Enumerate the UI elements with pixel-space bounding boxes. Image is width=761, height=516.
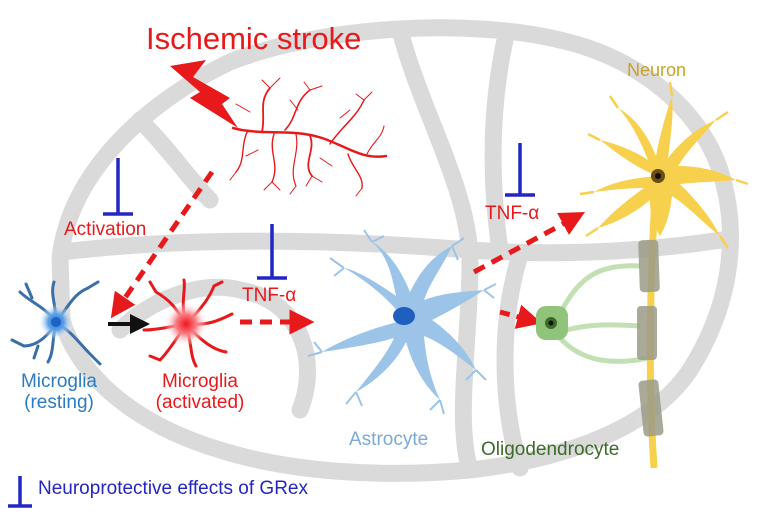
oligodendrocyte-processes <box>558 263 649 364</box>
inhibition-t-bar-icon <box>103 158 133 216</box>
microglia-resting-cell <box>10 280 102 366</box>
diagram-title: Ischemic stroke <box>146 21 362 56</box>
inhibition-t-bar-icon <box>505 143 535 197</box>
legend-text: Neuroprotective effects of GRex <box>38 478 308 499</box>
inhibition-t-bar-icon <box>257 224 287 280</box>
blood-vessel-icon <box>229 77 388 197</box>
astrocyte-label: Astrocyte <box>349 429 429 450</box>
activation-label: Activation <box>64 219 147 240</box>
tnf-alpha-label-1: TNF-α <box>242 285 297 306</box>
lightning-bolt-icon <box>170 60 238 128</box>
microglia-activated-cell <box>142 278 234 368</box>
microglia-resting-label: Microglia (resting) <box>20 371 98 413</box>
oligodendrocyte-cell <box>536 306 568 340</box>
tnf-alpha-label-2: TNF-α <box>485 203 540 224</box>
arrow-to-oligodendrocyte <box>499 304 543 329</box>
microglia-activated-label: Microglia (activated) <box>155 371 245 413</box>
neuron-label: Neuron <box>627 60 687 80</box>
astrocyte-cell <box>307 229 497 415</box>
legend-inhibition-icon <box>8 476 32 508</box>
myelin-sheath <box>637 239 664 437</box>
arrow-stroke-to-microglia <box>110 170 215 319</box>
oligodendrocyte-label: Oligodendrocyte <box>481 439 620 460</box>
